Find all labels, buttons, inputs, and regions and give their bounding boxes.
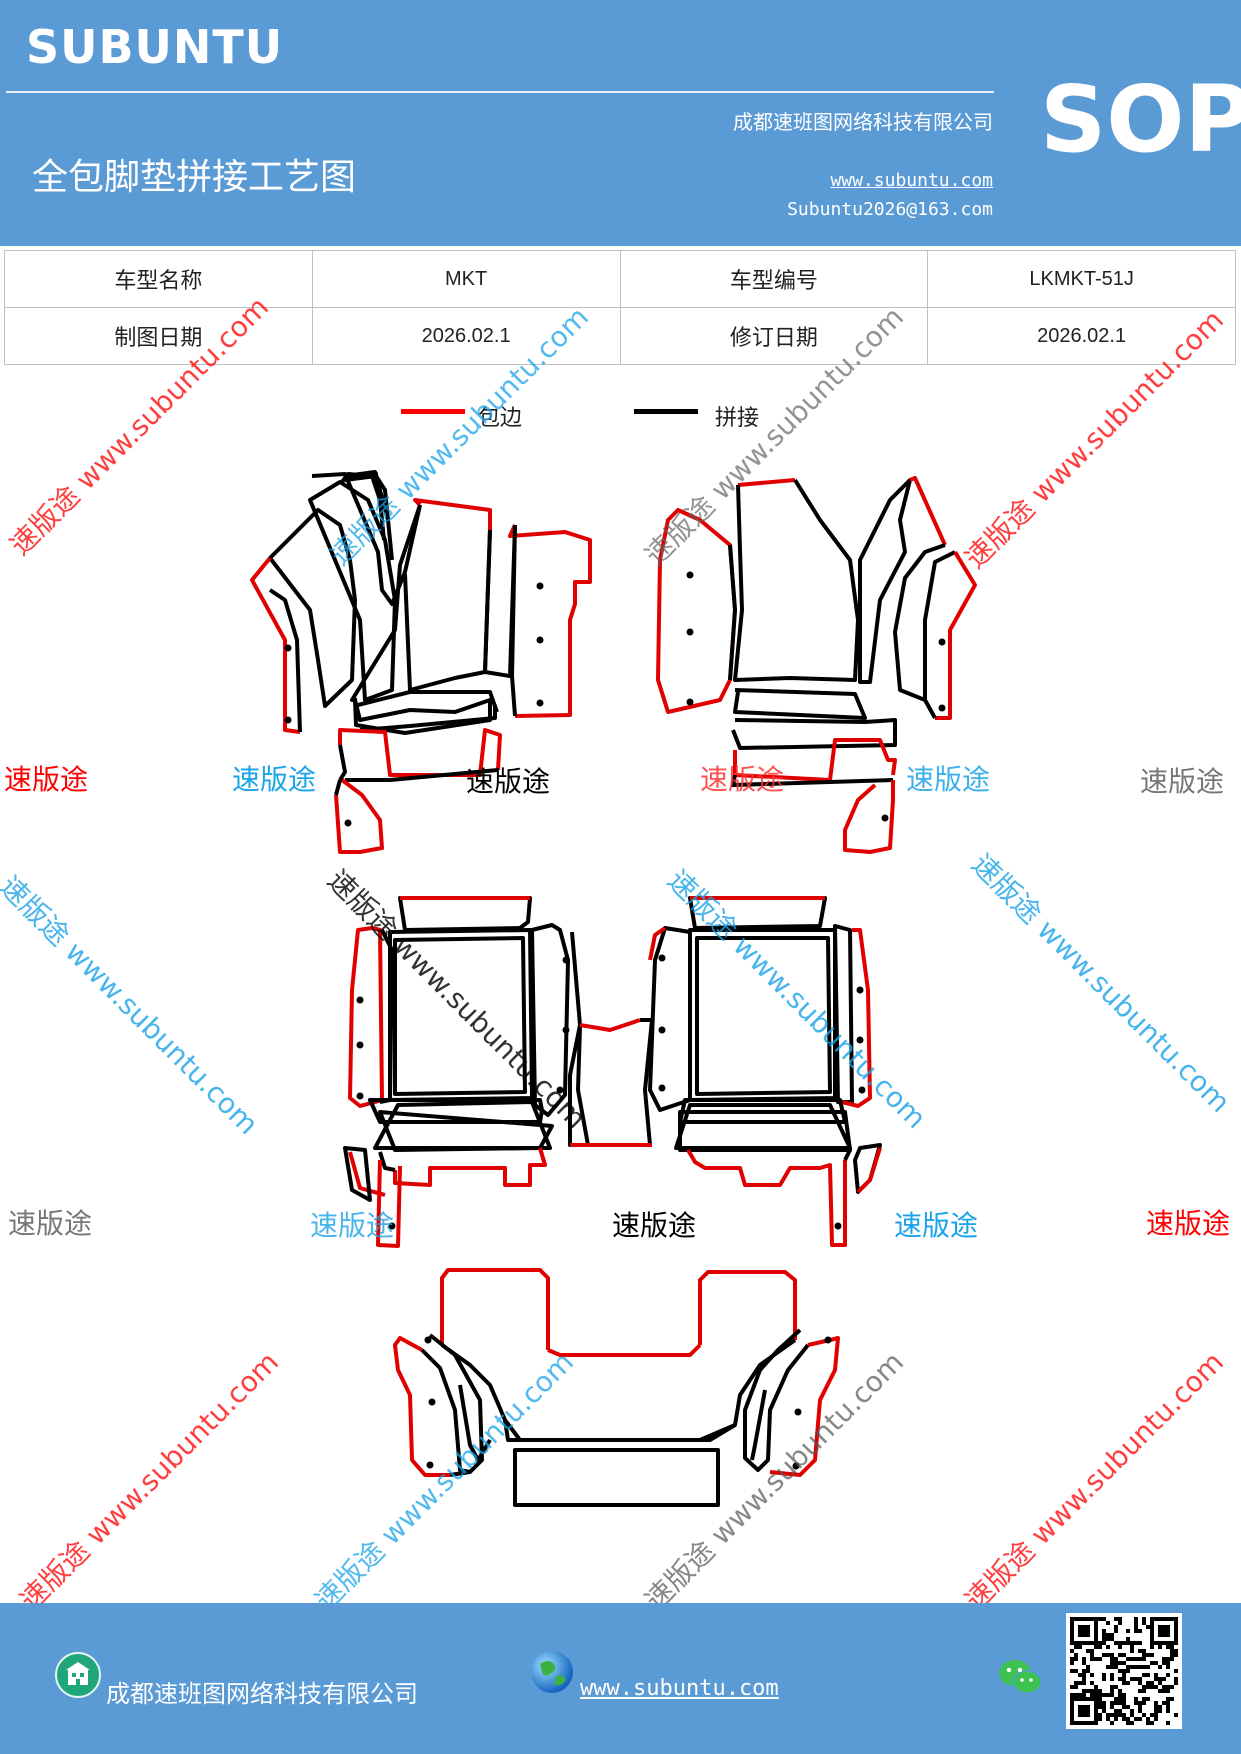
legend: 包边 拼接 (0, 400, 1241, 440)
front-left-heel-pad (334, 728, 502, 854)
front-left-mat (250, 470, 592, 735)
revise-date-label: 修订日期 (619, 307, 929, 365)
email-address[interactable]: Subuntu2026@163.com (787, 199, 993, 220)
model-code-label: 车型编号 (619, 250, 929, 308)
doc-type-label: SOP (1040, 66, 1241, 173)
watermark-brand: 速版途 (4, 763, 89, 796)
qr-code[interactable] (1066, 1613, 1182, 1729)
table-row: 制图日期 2026.02.1 修订日期 2026.02.1 (4, 307, 1236, 365)
front-right-mat (656, 476, 977, 750)
watermark-brand: 速版途 (906, 763, 991, 796)
watermark-brand: 速版途 (466, 765, 551, 798)
watermark-brand: 速版途 (894, 1209, 979, 1242)
legend-swatch-binding (401, 409, 465, 414)
trunk-mat-holes (424, 1336, 832, 1470)
brand-logo: SUBUNTU (26, 20, 284, 74)
model-code-value: LKMKT-51J (927, 250, 1236, 308)
center-tunnel-mat (568, 931, 654, 1147)
company-name: 成都速班图网络科技有限公司 (733, 110, 993, 134)
revise-date-value: 2026.02.1 (927, 307, 1236, 365)
watermark-brand: 速版途 (1146, 1207, 1231, 1240)
draw-date-label: 制图日期 (4, 307, 313, 365)
page-title: 全包脚垫拼接工艺图 (32, 157, 357, 198)
building-icon (55, 1652, 101, 1698)
model-info-table: 车型名称 MKT 车型编号 LKMKT-51J 制图日期 2026.02.1 修… (4, 250, 1236, 365)
watermark-brand: 速版途 (232, 763, 317, 796)
rear-right-mat (648, 896, 882, 1247)
draw-date-value: 2026.02.1 (311, 307, 621, 365)
header-banner: SUBUNTU 成都速班图网络科技有限公司 全包脚垫拼接工艺图 www.subu… (0, 0, 1241, 246)
globe-icon (531, 1651, 573, 1693)
front-right-mat-holes (686, 571, 946, 712)
legend-swatch-seam (634, 409, 698, 414)
front-right-heel-pad (731, 738, 897, 854)
wechat-icon[interactable] (996, 1655, 1044, 1699)
header-divider (6, 91, 994, 93)
website-link[interactable]: www.subuntu.com (830, 170, 993, 191)
footer-company-name: 成都速班图网络科技有限公司 (106, 1680, 418, 1708)
watermark-brand: 速版途 (1140, 765, 1225, 798)
legend-label-binding: 包边 (478, 406, 523, 431)
model-name-label: 车型名称 (4, 250, 313, 308)
watermark-brand: 速版途 (700, 763, 785, 796)
table-row: 车型名称 MKT 车型编号 LKMKT-51J (4, 250, 1236, 308)
rear-left-mat-holes (356, 956, 570, 1230)
watermark-brand: 速版途 (310, 1209, 395, 1242)
watermark-brand: 速版途 (612, 1209, 697, 1242)
model-name-value: MKT (311, 250, 621, 308)
legend-label-seam: 拼接 (715, 406, 760, 431)
footer-banner: 成都速班图网络科技有限公司 www.subuntu.com (0, 1603, 1241, 1754)
watermark-brand: 速版途 (8, 1207, 93, 1240)
front-left-mat-holes (284, 582, 544, 724)
rear-right-mat-holes (658, 954, 866, 1230)
footer-website-link[interactable]: www.subuntu.com (580, 1676, 779, 1701)
